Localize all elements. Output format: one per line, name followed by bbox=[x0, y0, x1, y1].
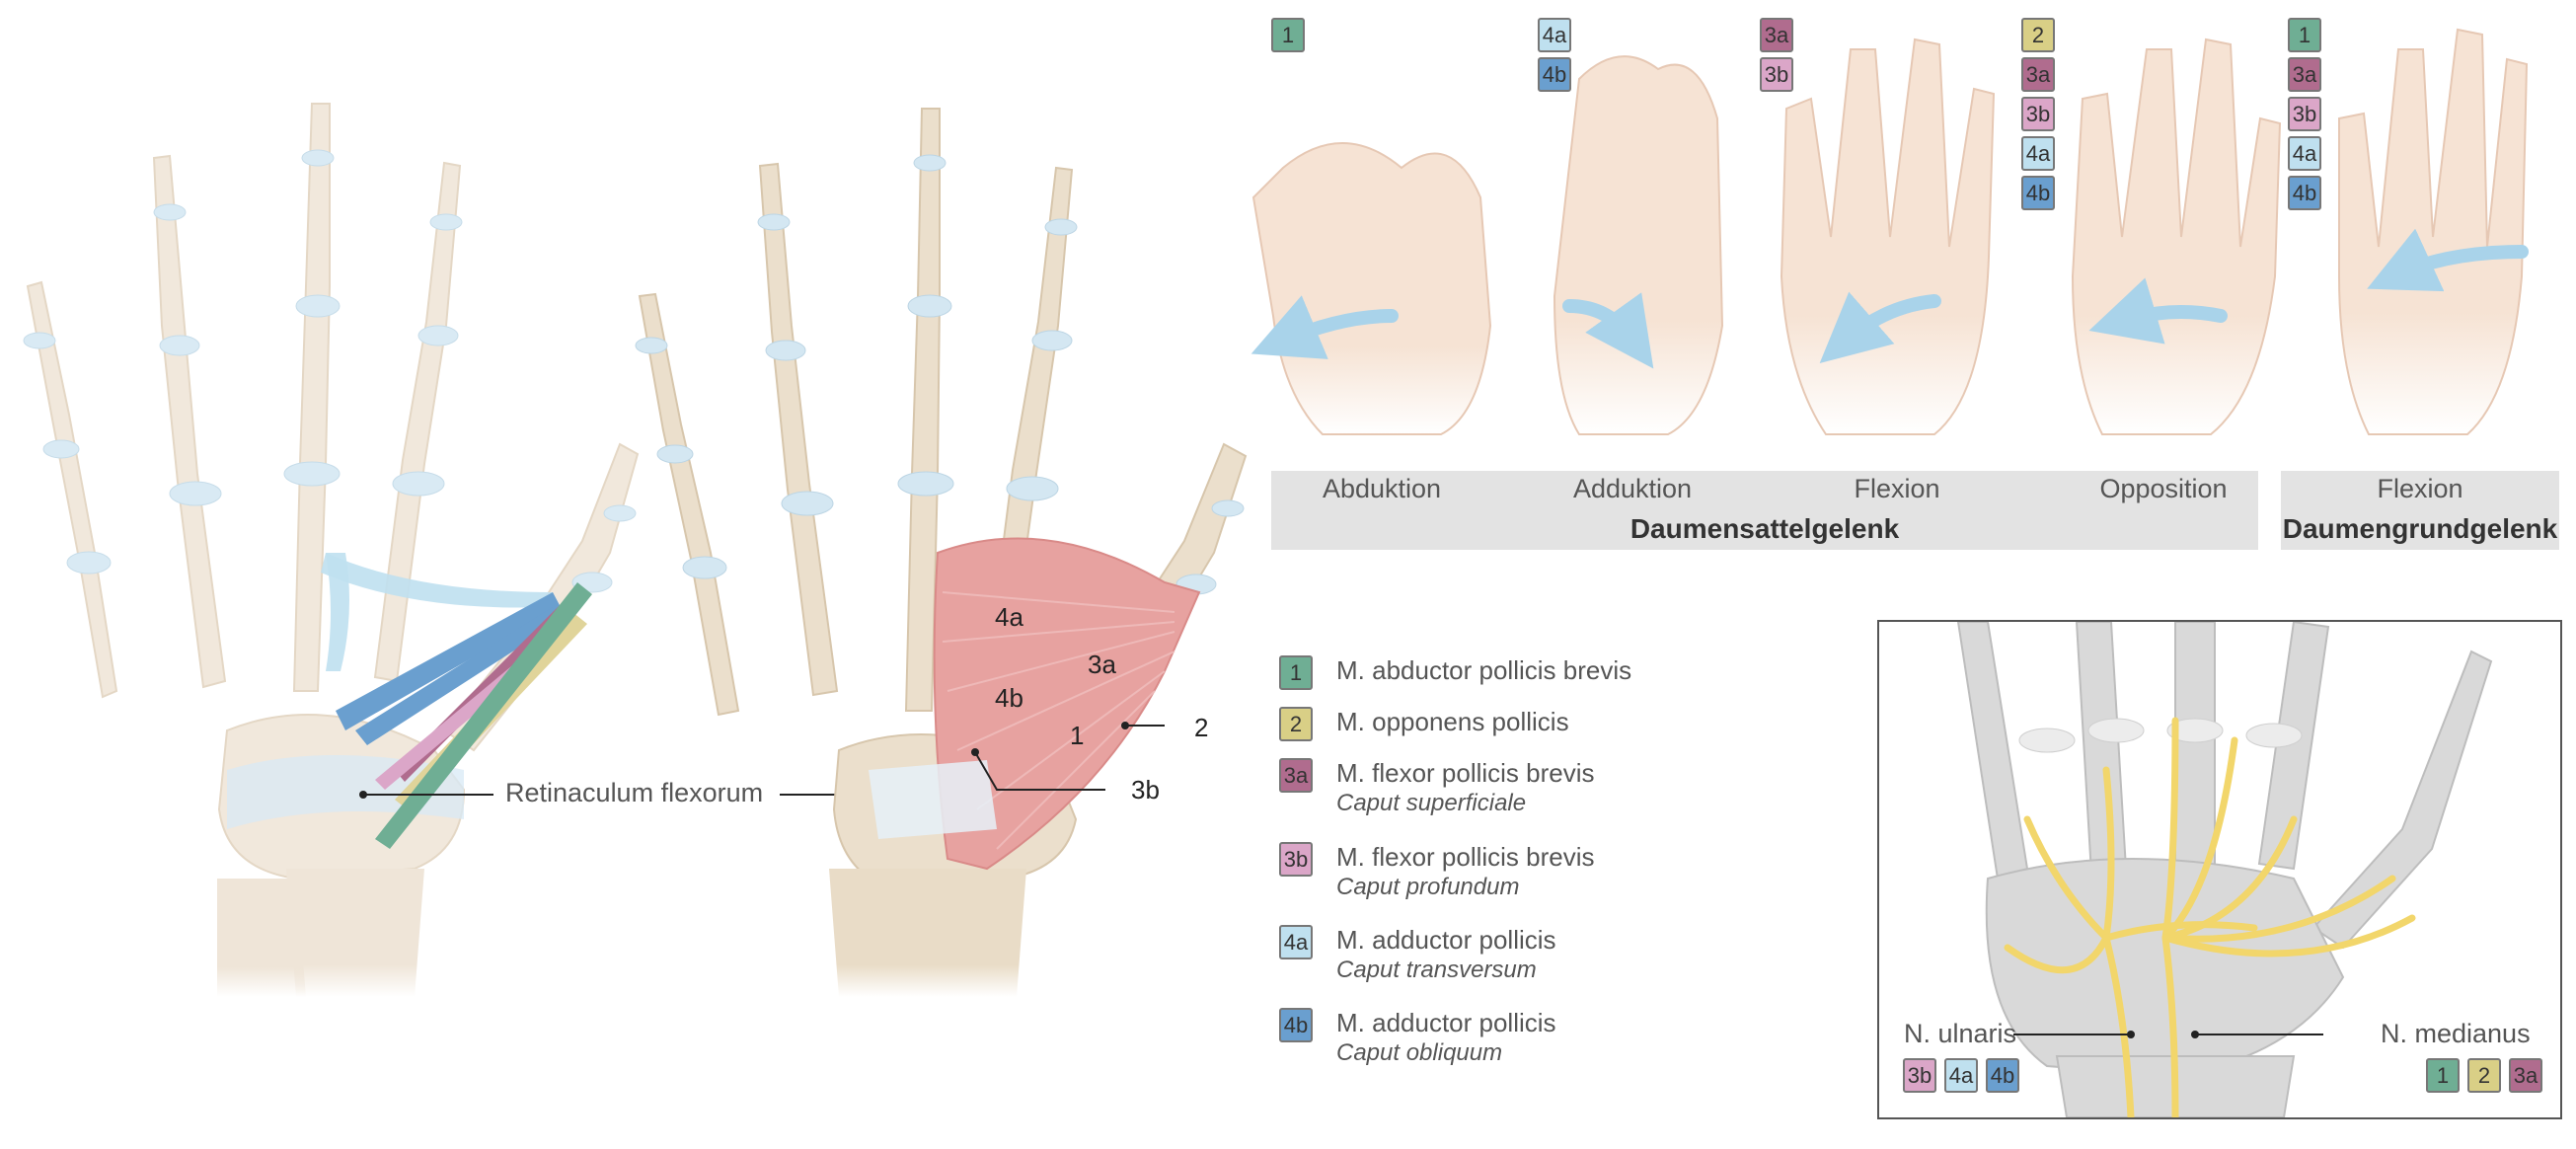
muscle-tag-3b: 3b bbox=[1760, 57, 1793, 92]
legend-name: M. flexor pollicis brevis bbox=[1336, 758, 1595, 788]
movement-label-abduktion: Abduktion bbox=[1322, 474, 1442, 503]
middle-forearm bbox=[829, 869, 1026, 997]
muscle-tag-3a: 3a bbox=[2021, 57, 2055, 92]
movement-label-flexion-grundgelenk: Flexion bbox=[2377, 474, 2463, 503]
muscle-label-4b: 4b bbox=[995, 683, 1023, 713]
muscle-tag-2: 2 bbox=[2467, 1058, 2501, 1093]
nerve-medianus-label: N. medianus bbox=[2381, 1019, 2531, 1048]
nerve-hand-illustration bbox=[1956, 622, 2493, 1117]
hand-adduktion bbox=[1553, 55, 1724, 435]
joint-label-daumensattelgelenk: Daumensattelgelenk bbox=[1629, 513, 1900, 544]
left-finger-5 bbox=[26, 280, 118, 699]
legend-subname: Caput profundum bbox=[1336, 874, 1520, 900]
hand-flexion-grundgelenk bbox=[2338, 28, 2529, 435]
bar-daumensattelgelenk bbox=[1271, 471, 2258, 550]
movement-label-adduktion: Adduktion bbox=[1572, 474, 1693, 503]
nerve-ulnaris-label: N. ulnaris bbox=[1904, 1019, 2017, 1048]
muscle-label-3a: 3a bbox=[1088, 650, 1116, 679]
legend-name: M. abductor pollicis brevis bbox=[1336, 655, 1632, 685]
muscle-tag-3b: 3b bbox=[2021, 97, 2055, 131]
muscle-tag-3a: 3a bbox=[2509, 1058, 2542, 1093]
middle-finger-5 bbox=[638, 292, 740, 717]
muscle-label-4a: 4a bbox=[995, 602, 1023, 632]
muscle-tag-3a: 3a bbox=[1760, 18, 1793, 52]
joint-label-daumengrundgelenk: Daumengrundgelenk bbox=[2282, 513, 2558, 544]
movement-label-flexion: Flexion bbox=[1854, 474, 1940, 503]
muscle-tag-3b: 3b bbox=[2288, 97, 2321, 131]
legend-subname: Caput obliquum bbox=[1336, 1039, 1503, 1066]
muscle-tag-4b: 4b bbox=[2021, 176, 2055, 210]
legend-subname: Caput transversum bbox=[1336, 957, 1537, 983]
muscle-tag-4a: 4a bbox=[2021, 136, 2055, 171]
movement-label-opposition: Opposition bbox=[2099, 474, 2228, 503]
hand-abduktion bbox=[1251, 142, 1492, 435]
muscle-tag-1: 1 bbox=[1279, 655, 1313, 690]
left-forearm bbox=[217, 879, 306, 997]
muscle-tag-4a: 4a bbox=[1538, 18, 1571, 52]
left-radius bbox=[286, 869, 424, 997]
muscle-tag-1: 1 bbox=[1271, 18, 1305, 52]
hand-opposition bbox=[2071, 38, 2282, 435]
muscle-tag-4a: 4a bbox=[2288, 136, 2321, 171]
muscle-label-2: 2 bbox=[1194, 713, 1209, 742]
muscle-tag-4b: 4b bbox=[2288, 176, 2321, 210]
muscle-label-1: 1 bbox=[1070, 721, 1085, 750]
muscle-tag-1: 1 bbox=[2288, 18, 2321, 52]
muscle-tag-4b: 4b bbox=[1538, 57, 1571, 92]
left-finger-3 bbox=[292, 103, 331, 692]
legend-subname: Caput superficiale bbox=[1336, 790, 1527, 816]
thenar-muscle-fan bbox=[933, 537, 1201, 871]
middle-finger-3 bbox=[904, 108, 941, 712]
muscle-tag-3a: 3a bbox=[1279, 758, 1313, 793]
muscle-tag-3b: 3b bbox=[1903, 1058, 1936, 1093]
legend-name: M. adductor pollicis bbox=[1336, 1008, 1556, 1037]
muscle-label-3b: 3b bbox=[1131, 775, 1160, 804]
legend-name: M. flexor pollicis brevis bbox=[1336, 842, 1595, 872]
muscle-tag-4b: 4b bbox=[1986, 1058, 2019, 1093]
muscle-tag-4b: 4b bbox=[1279, 1008, 1313, 1042]
muscle-tag-4a: 4a bbox=[1279, 925, 1313, 959]
muscle-tag-1: 1 bbox=[2426, 1058, 2460, 1093]
legend-name: M. adductor pollicis bbox=[1336, 925, 1556, 955]
legend-name: M. opponens pollicis bbox=[1336, 707, 1569, 736]
muscle-tag-3b: 3b bbox=[1279, 842, 1313, 877]
muscle-tag-2: 2 bbox=[2021, 18, 2055, 52]
muscle-tag-4a: 4a bbox=[1944, 1058, 1978, 1093]
muscle-tag-3a: 3a bbox=[2288, 57, 2321, 92]
bar-daumengrundgelenk bbox=[2281, 471, 2559, 550]
hand-flexion bbox=[1780, 38, 1996, 435]
muscle-tag-2: 2 bbox=[1279, 707, 1313, 741]
retinaculum-label: Retinaculum flexorum bbox=[505, 778, 764, 807]
